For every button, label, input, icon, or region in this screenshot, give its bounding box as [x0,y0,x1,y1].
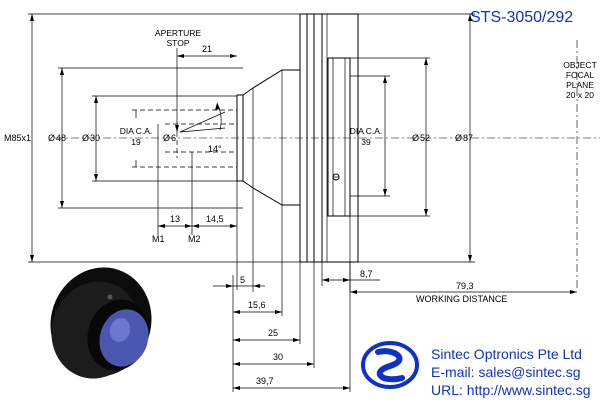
dim-87: 87 [463,133,473,143]
ca-left-line2: 19 [131,137,141,147]
working-distance-label: WORKING DISTANCE [416,294,507,304]
company-url[interactable]: URL: http://www.sintec.sg [431,382,591,398]
dia-symbol-87: Ø [455,133,462,143]
dim-52: 52 [420,133,430,143]
object-label-3: PLANE [566,80,594,90]
object-label-4: 20 x 20 [566,90,594,100]
dim-79-3: 79,3 [456,281,474,291]
length-dims: 5 15,6 25 30 39,7 8,7 79,3 WORKING DISTA… [213,188,577,392]
lens-product-image [50,267,152,379]
dim-30: 30 [90,133,100,143]
aperture-label-1: APERTURE [155,28,201,38]
aperture-label-2: STOP [167,38,190,48]
dim-25: 25 [268,328,278,338]
dim-8-7: 8,7 [360,269,373,279]
m-gap-dim: 13 [170,214,180,224]
object-label-2: FOCAL [566,70,595,80]
dia-symbol-52: Ø [412,133,419,143]
aperture-stop: APERTURE STOP 21 Ø 6 14° [155,28,237,158]
mirror-dims: 13 14,5 M1 M2 [152,124,238,290]
sintec-logo [361,341,419,389]
diameter-dims-right: DIA C.A. 39 Ø 52 Ø 87 [350,13,475,263]
dia-symbol-48: Ø [48,133,55,143]
ca-right-line2: 39 [361,137,371,147]
model-number: STS-3050/292 [470,9,573,26]
dim-15-6: 15,6 [248,300,266,310]
object-label-1: OBJECT [563,60,597,70]
m2-dim: 14,5 [206,214,224,224]
company-email[interactable]: E-mail: sales@sintec.sg [431,364,581,380]
dim-6: 6 [171,133,176,143]
lens-body-outline [236,13,359,263]
dim-48: 48 [56,133,66,143]
dia-symbol-6: Ø [163,133,170,143]
dia-symbol-30: Ø [82,133,89,143]
m2-label: M2 [188,234,201,244]
ca-left-line1: DIA C.A. [120,126,153,136]
dim-39-7: 39,7 [256,376,274,386]
stop-distance: 21 [202,44,212,54]
dim-30-length: 30 [273,352,283,362]
dim-5: 5 [240,275,245,285]
m1-label: M1 [152,234,165,244]
ca-right-line1: DIA C.A. [350,126,383,136]
thread-dim: M85x1 [4,133,31,143]
company-name: Sintec Optronics Pte Ltd [431,346,582,362]
angle-dim: 14° [208,144,222,154]
